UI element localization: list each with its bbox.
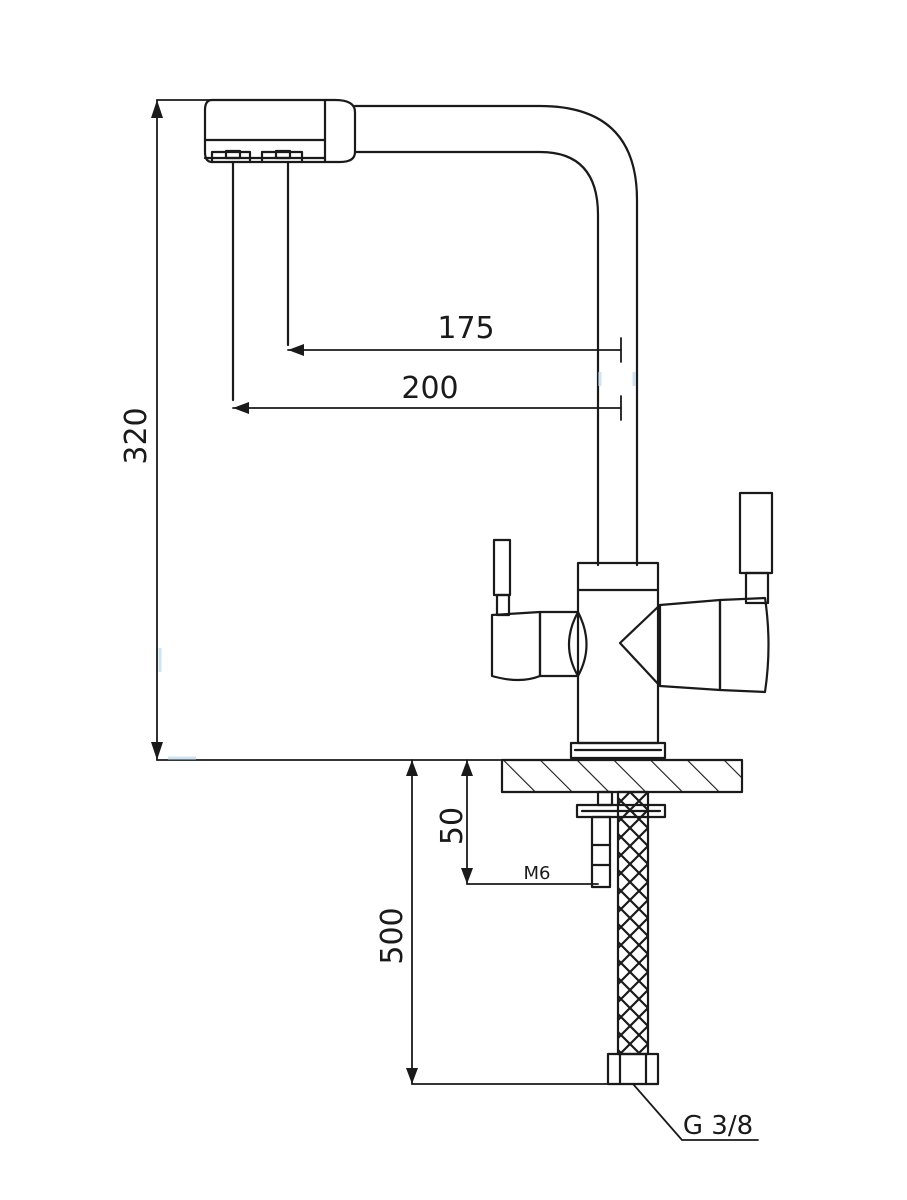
dimension-lines xyxy=(156,99,759,1141)
faint-marks xyxy=(158,372,636,760)
dimension-175: 175 xyxy=(437,311,494,346)
dimension-200: 200 xyxy=(401,371,458,406)
right-handle xyxy=(618,491,774,694)
label-m6: M6 xyxy=(524,863,551,884)
countertop xyxy=(500,758,744,794)
hose-nut xyxy=(606,1052,660,1086)
faucet-body xyxy=(569,561,667,760)
label-g38: G 3/8 xyxy=(683,1111,753,1141)
dimension-500: 500 xyxy=(375,907,410,964)
mounting-stud xyxy=(590,815,612,889)
dimension-arrows xyxy=(151,100,473,1084)
left-handle xyxy=(490,538,588,682)
spout xyxy=(203,98,639,567)
spout-head xyxy=(203,98,357,164)
dimension-320: 320 xyxy=(119,407,154,464)
braided-hose xyxy=(606,790,660,1086)
dimension-50: 50 xyxy=(435,807,470,845)
base-ring xyxy=(569,741,667,760)
